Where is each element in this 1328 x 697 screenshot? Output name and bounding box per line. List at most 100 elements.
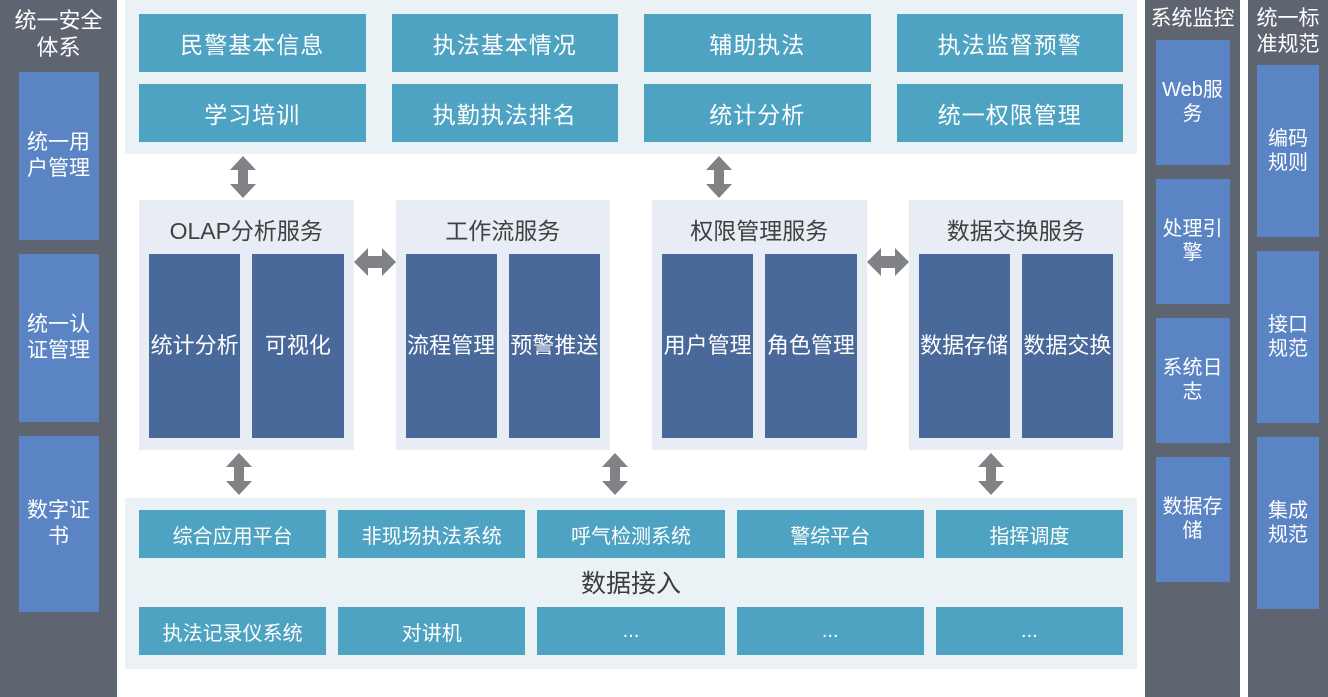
data-box-more-1[interactable]: ... (537, 607, 725, 655)
left-sidebar-title: 统一安全体系 (14, 8, 103, 60)
app-box-assisted-enforcement[interactable]: 辅助执法 (644, 14, 871, 72)
app-box-police-basic-info[interactable]: 民警基本信息 (139, 14, 366, 72)
service-panel-title: 工作流服务 (445, 218, 561, 244)
app-box-statistical-analysis[interactable]: 统计分析 (644, 84, 871, 142)
up-down-arrow-icon (602, 453, 628, 495)
service-children: 数据存储 数据交换 (918, 254, 1113, 438)
sidebar-item-unified-auth-management[interactable]: 统一认证管理 (18, 253, 99, 422)
sidebar-item-digital-certificate[interactable]: 数字证书 (18, 435, 99, 612)
service-panel-data-exchange[interactable]: 数据交换服务 数据存储 数据交换 (908, 200, 1123, 450)
gap-right-1 (1137, 0, 1145, 697)
left-sidebar-unified-security: 统一安全体系 统一用户管理 统一认证管理 数字证书 (0, 0, 117, 697)
sidebar-item-system-log[interactable]: 系统日志 (1155, 317, 1230, 443)
app-box-label: 执法监督预警 (937, 32, 1082, 58)
data-box-more-2[interactable]: ... (736, 607, 924, 655)
data-box-breath-test-system[interactable]: 呼气检测系统 (537, 510, 725, 558)
gap-left (117, 0, 125, 697)
up-down-arrow-icon (706, 156, 732, 198)
service-panel-olap[interactable]: OLAP分析服务 统计分析 可视化 (139, 200, 354, 450)
service-layer: OLAP分析服务 统计分析 可视化 工作流服务 流程管理 预警推送 (125, 200, 1137, 450)
connector-band-app-to-service (125, 154, 1137, 200)
application-grid: 民警基本信息 执法基本情况 辅助执法 执法监督预警 学习培训 执勤执法排名 统计… (139, 14, 1123, 142)
sidebar-item-label: 系统日志 (1162, 357, 1223, 404)
service-box-label: 用户管理 (663, 332, 752, 358)
sidebar-item-integration-spec[interactable]: 集成规范 (1257, 437, 1319, 610)
data-box-label: 对讲机 (401, 622, 462, 645)
main-column: 民警基本信息 执法基本情况 辅助执法 执法监督预警 学习培训 执勤执法排名 统计… (125, 0, 1137, 697)
app-box-label: 统计分析 (709, 102, 806, 128)
system-monitor-sidebar: 系统监控 Web服务 处理引擎 系统日志 数据存储 (1145, 0, 1240, 697)
app-box-label: 统一权限管理 (937, 102, 1082, 128)
service-box-statistical-analysis[interactable]: 统计分析 (149, 254, 241, 438)
sidebar-item-coding-rules[interactable]: 编码规则 (1257, 65, 1319, 238)
app-box-label: 执勤执法排名 (432, 102, 577, 128)
sidebar-item-label: 编码规则 (1268, 128, 1308, 175)
data-access-label: 数据接入 (580, 570, 681, 598)
sidebar-item-label: 集成规范 (1268, 500, 1308, 547)
service-box-label: 预警推送 (510, 332, 599, 358)
service-box-label: 数据交换 (1023, 332, 1112, 358)
service-panel-permission[interactable]: 权限管理服务 用户管理 角色管理 (652, 200, 867, 450)
service-box-alert-push[interactable]: 预警推送 (508, 254, 600, 438)
sidebar-item-label: 数字证书 (27, 499, 90, 548)
data-box-walkie-talkie[interactable]: 对讲机 (338, 607, 526, 655)
data-grid-top: 综合应用平台 非现场执法系统 呼气检测系统 警综平台 指挥调度 (139, 510, 1123, 558)
sidebar-item-data-storage[interactable]: 数据存储 (1155, 456, 1230, 582)
service-box-visualization[interactable]: 可视化 (252, 254, 344, 438)
app-box-label: 学习培训 (204, 102, 301, 128)
service-children: 统计分析 可视化 (149, 254, 344, 438)
sidebar-item-label: 接口规范 (1268, 314, 1308, 361)
sidebar-item-label: 数据存储 (1162, 496, 1223, 543)
app-box-enforcement-basics[interactable]: 执法基本情况 (391, 14, 618, 72)
data-box-law-enforcement-recorder-system[interactable]: 执法记录仪系统 (139, 607, 327, 655)
left-right-arrow-icon (866, 248, 909, 276)
service-box-data-exchange[interactable]: 数据交换 (1021, 254, 1113, 438)
app-box-enforcement-supervision-alert[interactable]: 执法监督预警 (896, 14, 1123, 72)
unified-standards-sidebar: 统一标准规范 编码规则 接口规范 集成规范 (1248, 0, 1328, 697)
gap-right-2 (1240, 0, 1248, 697)
service-box-label: 数据存储 (920, 332, 1009, 358)
sidebar-item-label: 统一认证管理 (27, 313, 90, 362)
data-box-label: 呼气检测系统 (570, 525, 691, 548)
data-box-offsite-enforcement-system[interactable]: 非现场执法系统 (338, 510, 526, 558)
unified-standards-title: 统一标准规范 (1256, 7, 1320, 56)
up-down-arrow-icon (230, 156, 256, 198)
data-box-police-integrated-platform[interactable]: 警综平台 (736, 510, 924, 558)
service-box-role-management[interactable]: 角色管理 (765, 254, 857, 438)
data-box-label: ... (1021, 619, 1038, 642)
sidebar-item-interface-spec[interactable]: 接口规范 (1257, 251, 1319, 424)
data-box-label: 指挥调度 (989, 525, 1070, 548)
service-box-label: 可视化 (264, 332, 331, 358)
service-panel-title: 权限管理服务 (690, 218, 829, 244)
sidebar-item-label: 统一用户管理 (27, 131, 90, 180)
connector-gap-2 (610, 200, 652, 450)
data-box-more-3[interactable]: ... (935, 607, 1123, 655)
service-box-label: 流程管理 (407, 332, 496, 358)
sidebar-item-web-service[interactable]: Web服务 (1155, 39, 1230, 165)
data-box-command-dispatch[interactable]: 指挥调度 (935, 510, 1123, 558)
up-down-arrow-icon (978, 453, 1004, 495)
data-box-label: 非现场执法系统 (361, 525, 502, 548)
app-box-label: 辅助执法 (709, 32, 806, 58)
app-box-study-training[interactable]: 学习培训 (139, 84, 366, 142)
data-box-label: ... (821, 619, 839, 642)
service-children: 用户管理 角色管理 (662, 254, 857, 438)
service-box-user-management[interactable]: 用户管理 (662, 254, 754, 438)
data-grid-bottom: 执法记录仪系统 对讲机 ... ... ... (139, 607, 1123, 655)
service-box-process-management[interactable]: 流程管理 (405, 254, 497, 438)
connector-band-service-to-data (125, 450, 1137, 498)
sidebar-item-label: 处理引擎 (1162, 218, 1223, 265)
service-panel-workflow[interactable]: 工作流服务 流程管理 预警推送 (395, 200, 610, 450)
data-access-layer: 综合应用平台 非现场执法系统 呼气检测系统 警综平台 指挥调度 数据接入 执法记… (125, 498, 1137, 669)
app-box-label: 民警基本信息 (180, 32, 325, 58)
data-box-integrated-app-platform[interactable]: 综合应用平台 (139, 510, 327, 558)
app-box-duty-enforcement-ranking[interactable]: 执勤执法排名 (391, 84, 618, 142)
app-box-unified-permission-management[interactable]: 统一权限管理 (896, 84, 1123, 142)
data-box-label: ... (622, 619, 640, 642)
sidebar-item-unified-user-management[interactable]: 统一用户管理 (18, 71, 99, 240)
sidebar-item-processing-engine[interactable]: 处理引擎 (1155, 178, 1230, 304)
left-right-arrow-icon (353, 248, 396, 276)
service-box-label: 统计分析 (150, 332, 239, 358)
service-box-data-storage[interactable]: 数据存储 (918, 254, 1010, 438)
